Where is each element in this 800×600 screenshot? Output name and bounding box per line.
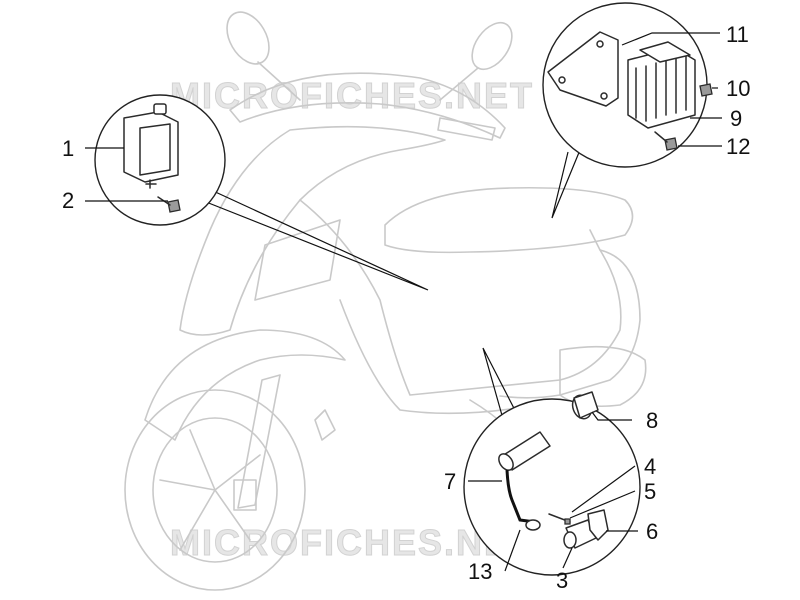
front-fender [144, 329, 346, 441]
sensor-3-face [563, 531, 577, 549]
watermark-bottom: MICROFICHES.NET [170, 522, 534, 563]
screw-10-head [699, 83, 713, 97]
callout-12: 12 [726, 134, 750, 159]
pointer-regulator [551, 149, 581, 219]
ignition-unit-face [139, 123, 171, 176]
callout-8: 8 [646, 408, 658, 433]
leader-3 [562, 547, 573, 569]
callout-2: 2 [62, 188, 74, 213]
leader-5 [569, 490, 636, 519]
callout-10: 10 [726, 76, 750, 101]
leader-11 [621, 32, 720, 46]
bubble-sensor [463, 391, 641, 576]
left-mirror [226, 11, 270, 65]
watermark-top: MICROFICHES.NET [170, 75, 534, 116]
sensor-cable [505, 469, 536, 524]
screw-12-shank [654, 131, 668, 143]
bracket-hole-bottom [600, 92, 608, 100]
bracket-hole-top [596, 40, 604, 48]
callout-11: 11 [726, 22, 749, 47]
leader-8 [591, 411, 632, 421]
mirror-stems [257, 61, 479, 101]
callout-4: 4 [644, 454, 656, 479]
brake-caliper [233, 479, 257, 511]
seat [384, 186, 634, 254]
bubble-circle-3 [463, 398, 641, 576]
side-vent [314, 409, 336, 441]
bracket-hole-left [558, 76, 566, 84]
mounting-bracket [547, 31, 619, 107]
regulator-top [639, 41, 691, 63]
bubble-ignition-unit [94, 94, 226, 226]
sleeve-7-end [498, 453, 514, 471]
wheel-spokes [159, 429, 261, 551]
rear-body [499, 249, 641, 399]
floor-board [299, 199, 622, 396]
front-tire [124, 389, 306, 591]
shield-panel [254, 219, 341, 301]
callout-numbers: 1 2 3 4 5 6 7 8 9 10 11 12 13 [62, 22, 750, 593]
screw-2-head [167, 199, 181, 213]
ignition-unit-tab [145, 179, 157, 189]
body-side [339, 299, 561, 415]
callout-9: 9 [730, 106, 742, 131]
callout-6: 6 [646, 519, 658, 544]
clip-5 [564, 518, 571, 525]
pointer-ignition [184, 177, 429, 291]
front-shield [179, 125, 446, 336]
regulator-fins [635, 55, 687, 122]
callout-7: 7 [444, 469, 456, 494]
callout-1: 1 [62, 136, 74, 161]
bracket-6 [587, 509, 609, 541]
leader-4 [571, 465, 636, 513]
ignition-unit-connector [153, 103, 167, 115]
grommet-8-body [573, 391, 599, 419]
scooter-outline [124, 11, 647, 591]
callout-3: 3 [556, 568, 568, 593]
bubble-voltage-regulator [542, 2, 713, 168]
callout-leaders [85, 32, 722, 572]
washer-13 [525, 519, 541, 531]
screw-12-head [664, 137, 678, 151]
callout-5: 5 [644, 479, 656, 504]
leader-13 [504, 529, 521, 572]
callout-13: 13 [468, 559, 492, 584]
right-mirror [471, 22, 513, 70]
right-grip [437, 117, 496, 141]
headset [229, 72, 506, 139]
front-rim [152, 417, 278, 563]
front-fork [237, 374, 281, 509]
